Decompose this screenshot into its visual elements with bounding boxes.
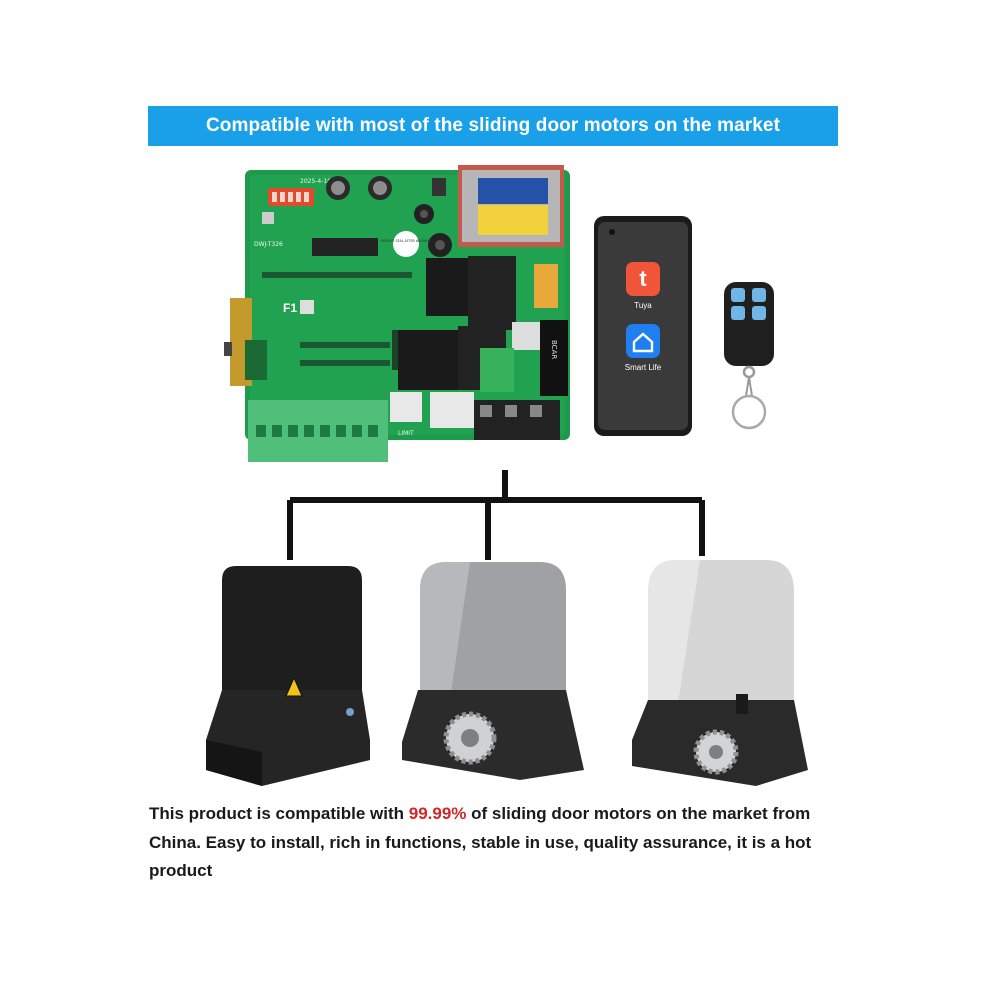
limit-silk: LIMIT (398, 430, 414, 437)
board-brand: BCAR (550, 340, 558, 359)
board-button (262, 212, 274, 224)
compatibility-banner: Compatible with most of the sliding door… (148, 106, 838, 146)
smartphone: t Tuya Smart Life (594, 216, 692, 436)
radio-module (224, 298, 267, 386)
description-pre: This product is compatible with (149, 804, 409, 823)
microcontroller-chip (312, 238, 378, 256)
board-model: DWJ-T326 (254, 241, 283, 248)
tuya-t-icon: t (639, 266, 647, 291)
remote-control (724, 282, 774, 430)
connectors: LIMIT (390, 392, 474, 437)
remote-button (752, 306, 766, 320)
black-motor (206, 566, 370, 786)
gray-motor (402, 562, 584, 780)
warning-icon (285, 676, 303, 697)
resistor-row (262, 272, 412, 370)
product-description: This product is compatible with 99.99% o… (149, 800, 839, 886)
remote-button (752, 288, 766, 302)
home-icon (632, 332, 654, 353)
potentiometers (326, 176, 392, 200)
f1-silk: F1 (283, 301, 297, 315)
learn-button (300, 300, 314, 314)
description-post: of sliding door motors on the market fro… (149, 804, 812, 880)
power-terminal (474, 400, 560, 440)
white-motor (632, 560, 808, 786)
dip-switch (268, 188, 314, 206)
transformer (458, 165, 564, 247)
remote-button (731, 306, 745, 320)
tuya-app[interactable]: t Tuya (626, 262, 660, 310)
buzzer: REMOVE SEAL AFTER WASHING (381, 231, 432, 257)
key-ring-icon (731, 394, 767, 430)
terminal-block (248, 400, 388, 462)
board-date-silk: 2025-4-10 (300, 178, 331, 185)
buzzer-label: REMOVE SEAL AFTER WASHING (381, 239, 432, 243)
banner-title: Compatible with most of the sliding door… (205, 115, 780, 136)
smart-life-label: Smart Life (625, 363, 662, 372)
compatibility-percent: 99.99% (408, 804, 467, 823)
tuya-label: Tuya (634, 301, 652, 310)
remote-button (731, 288, 745, 302)
capacitor-terminal (480, 348, 514, 392)
connection-lines (287, 470, 705, 560)
smart-life-app[interactable]: Smart Life (625, 324, 662, 372)
control-board: 2025-4-10 REMOVE SEAL AFTER WASHING DWJ-… (224, 165, 570, 462)
